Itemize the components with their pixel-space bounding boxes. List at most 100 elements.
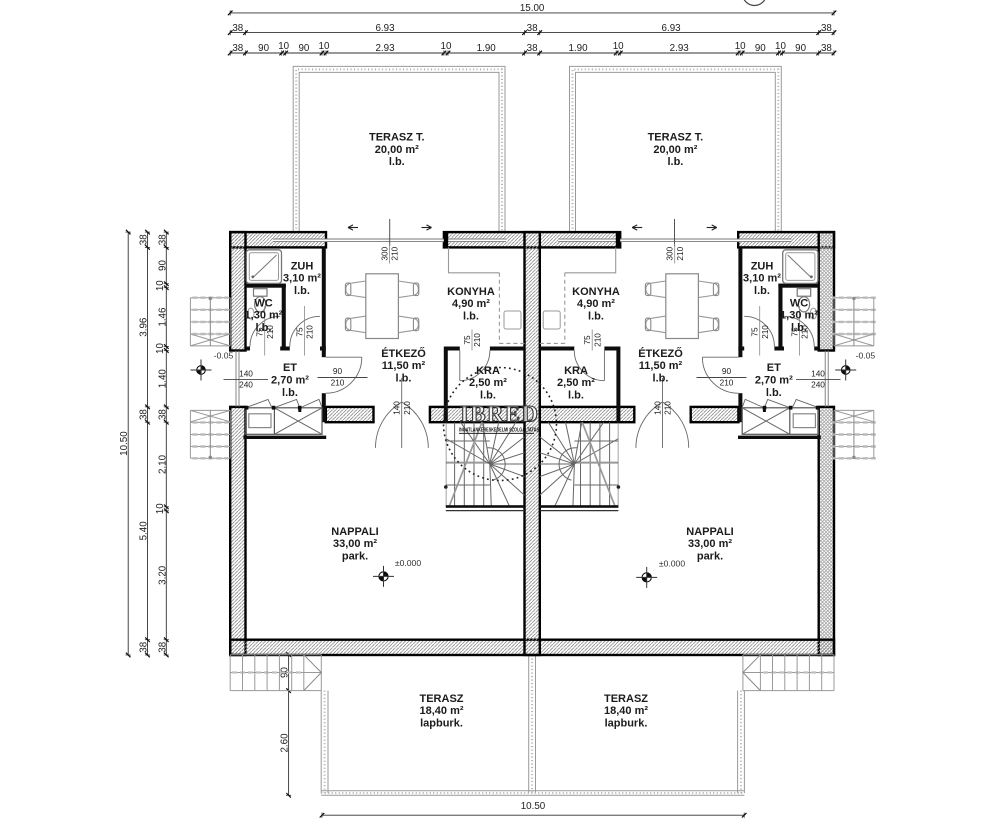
svg-text:3.96: 3.96 <box>139 317 150 337</box>
svg-text:10: 10 <box>735 41 746 52</box>
svg-text:10: 10 <box>441 41 452 52</box>
svg-text:3,10 m²: 3,10 m² <box>283 273 321 285</box>
svg-text:140: 140 <box>811 368 825 378</box>
svg-text:4,90 m²: 4,90 m² <box>577 298 615 310</box>
svg-text:10: 10 <box>775 41 786 52</box>
svg-text:75: 75 <box>295 327 305 337</box>
svg-text:lapburk.: lapburk. <box>420 718 463 730</box>
svg-text:75: 75 <box>750 327 760 337</box>
svg-text:WC: WC <box>790 297 808 309</box>
svg-text:10: 10 <box>613 41 624 52</box>
svg-text:210: 210 <box>331 377 345 387</box>
svg-text:11,50 m²: 11,50 m² <box>639 360 683 372</box>
svg-text:210: 210 <box>663 401 673 415</box>
svg-text:90: 90 <box>298 43 309 54</box>
svg-text:1.90: 1.90 <box>477 43 497 54</box>
svg-text:-0.05: -0.05 <box>856 351 876 361</box>
svg-text:NAPPALI: NAPPALI <box>686 526 733 538</box>
svg-text:2.60: 2.60 <box>280 733 291 753</box>
svg-text:l.b.: l.b. <box>389 156 405 168</box>
svg-text:-0.05: -0.05 <box>214 351 234 361</box>
svg-text:KONYHA: KONYHA <box>447 286 495 298</box>
svg-text:5.40: 5.40 <box>139 521 150 541</box>
svg-text:75: 75 <box>255 327 265 337</box>
svg-text:140: 140 <box>392 401 402 415</box>
svg-text:l.b.: l.b. <box>256 322 272 334</box>
svg-text:38: 38 <box>139 409 150 420</box>
svg-text:TERASZ T.: TERASZ T. <box>648 131 704 143</box>
svg-text:6.93: 6.93 <box>662 23 682 34</box>
svg-text:210: 210 <box>800 325 810 339</box>
svg-text:1,30 m²: 1,30 m² <box>780 310 818 322</box>
svg-text:2,70 m²: 2,70 m² <box>271 375 309 387</box>
svg-text:IBRED: IBRED <box>460 401 541 426</box>
svg-text:l.b.: l.b. <box>754 285 770 297</box>
svg-text:ÉTKEZŐ: ÉTKEZŐ <box>638 347 683 360</box>
svg-text:3.20: 3.20 <box>157 565 168 585</box>
svg-text:TERASZ: TERASZ <box>420 693 464 705</box>
svg-text:±0.000: ±0.000 <box>395 558 421 568</box>
svg-text:l.b.: l.b. <box>653 373 669 385</box>
svg-text:240: 240 <box>239 380 253 390</box>
svg-text:10: 10 <box>155 280 166 291</box>
svg-text:140: 140 <box>653 401 663 415</box>
svg-text:l.b.: l.b. <box>667 156 683 168</box>
svg-text:33,00 m²: 33,00 m² <box>333 538 377 550</box>
svg-text:10.50: 10.50 <box>119 431 130 456</box>
svg-text:l.b.: l.b. <box>568 390 584 402</box>
svg-text:140: 140 <box>239 368 253 378</box>
svg-text:±0.000: ±0.000 <box>659 559 685 569</box>
svg-text:l.b.: l.b. <box>791 322 807 334</box>
svg-text:18,40 m²: 18,40 m² <box>604 705 648 717</box>
svg-text:ÉTKEZŐ: ÉTKEZŐ <box>381 347 426 360</box>
svg-text:TERASZ T.: TERASZ T. <box>369 131 425 143</box>
svg-text:l.b.: l.b. <box>463 311 479 323</box>
svg-text:INGATLANKERESKEDELMI SZOLGÁLTA: INGATLANKERESKEDELMI SZOLGÁLTATÁS <box>459 427 539 434</box>
svg-text:75: 75 <box>582 335 592 345</box>
svg-text:ET: ET <box>767 362 781 374</box>
svg-text:38: 38 <box>139 234 150 245</box>
svg-text:15.00: 15.00 <box>520 3 545 14</box>
svg-text:75: 75 <box>462 335 472 345</box>
svg-text:2.93: 2.93 <box>670 43 690 54</box>
svg-text:KONYHA: KONYHA <box>572 286 620 298</box>
svg-text:10: 10 <box>155 343 166 354</box>
svg-text:2,50 m²: 2,50 m² <box>557 377 595 389</box>
svg-text:90: 90 <box>157 260 168 271</box>
svg-text:11,50 m²: 11,50 m² <box>382 360 426 372</box>
svg-text:38: 38 <box>821 23 832 34</box>
svg-text:90: 90 <box>333 366 343 376</box>
svg-text:1,30 m²: 1,30 m² <box>245 310 283 322</box>
svg-text:300: 300 <box>665 246 675 260</box>
svg-text:park.: park. <box>697 551 723 563</box>
svg-text:3,10 m²: 3,10 m² <box>743 273 781 285</box>
svg-text:1.40: 1.40 <box>157 369 168 389</box>
svg-text:75: 75 <box>790 327 800 337</box>
svg-text:lapburk.: lapburk. <box>605 718 648 730</box>
svg-text:210: 210 <box>720 377 734 387</box>
svg-text:KRA: KRA <box>476 365 500 377</box>
svg-text:38: 38 <box>139 641 150 652</box>
svg-text:10: 10 <box>155 503 166 514</box>
svg-text:2,70 m²: 2,70 m² <box>755 375 793 387</box>
svg-text:210: 210 <box>305 325 315 339</box>
svg-text:2,50 m²: 2,50 m² <box>469 377 507 389</box>
svg-text:NAPPALI: NAPPALI <box>331 526 378 538</box>
svg-text:90: 90 <box>258 43 269 54</box>
svg-text:park.: park. <box>342 551 368 563</box>
svg-text:33,00 m²: 33,00 m² <box>688 538 732 550</box>
svg-text:38: 38 <box>157 234 168 245</box>
svg-text:4,90 m²: 4,90 m² <box>452 298 490 310</box>
svg-text:KRA: KRA <box>564 365 588 377</box>
svg-text:38: 38 <box>232 23 243 34</box>
svg-text:TERASZ: TERASZ <box>604 693 648 705</box>
svg-text:ET: ET <box>283 362 297 374</box>
svg-text:38: 38 <box>232 43 243 54</box>
svg-text:10.50: 10.50 <box>521 801 546 812</box>
svg-text:38: 38 <box>527 43 538 54</box>
svg-text:1.46: 1.46 <box>157 307 168 327</box>
svg-text:18,40 m²: 18,40 m² <box>419 705 463 717</box>
svg-text:20,00 m²: 20,00 m² <box>375 144 419 156</box>
svg-text:210: 210 <box>390 246 400 260</box>
svg-text:10: 10 <box>278 41 289 52</box>
